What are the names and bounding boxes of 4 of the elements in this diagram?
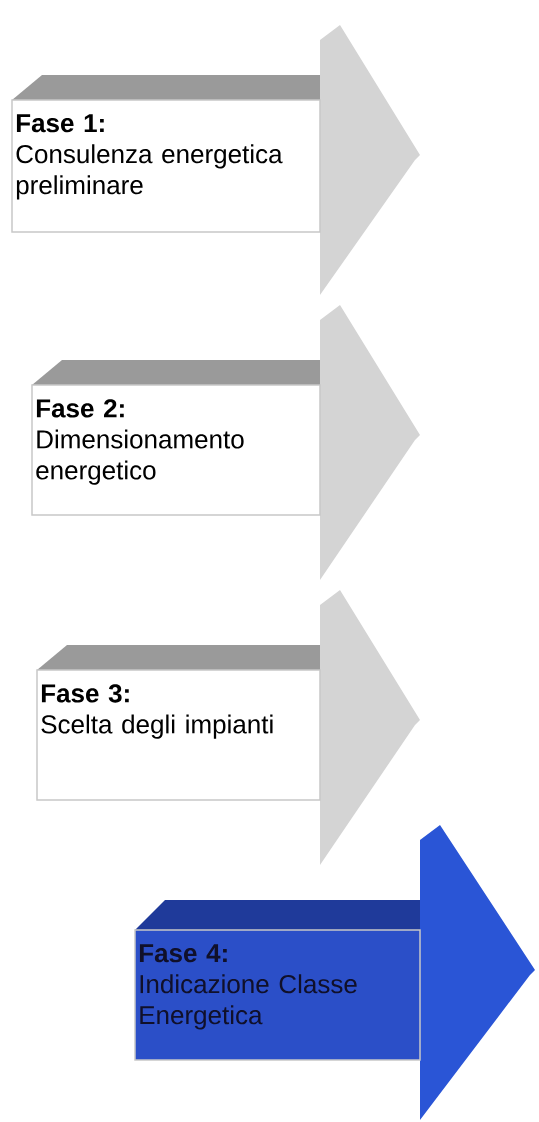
arrow-box: Fase 3: Scelta degli impianti [36,590,420,865]
arrow-box: Fase 2: Dimensionamento energetico [31,305,420,580]
arrow-box: Fase 1: Consulenza energetica preliminare [11,25,420,295]
arrow-box: Fase 4: Indicazione Classe Energetica [134,825,535,1120]
